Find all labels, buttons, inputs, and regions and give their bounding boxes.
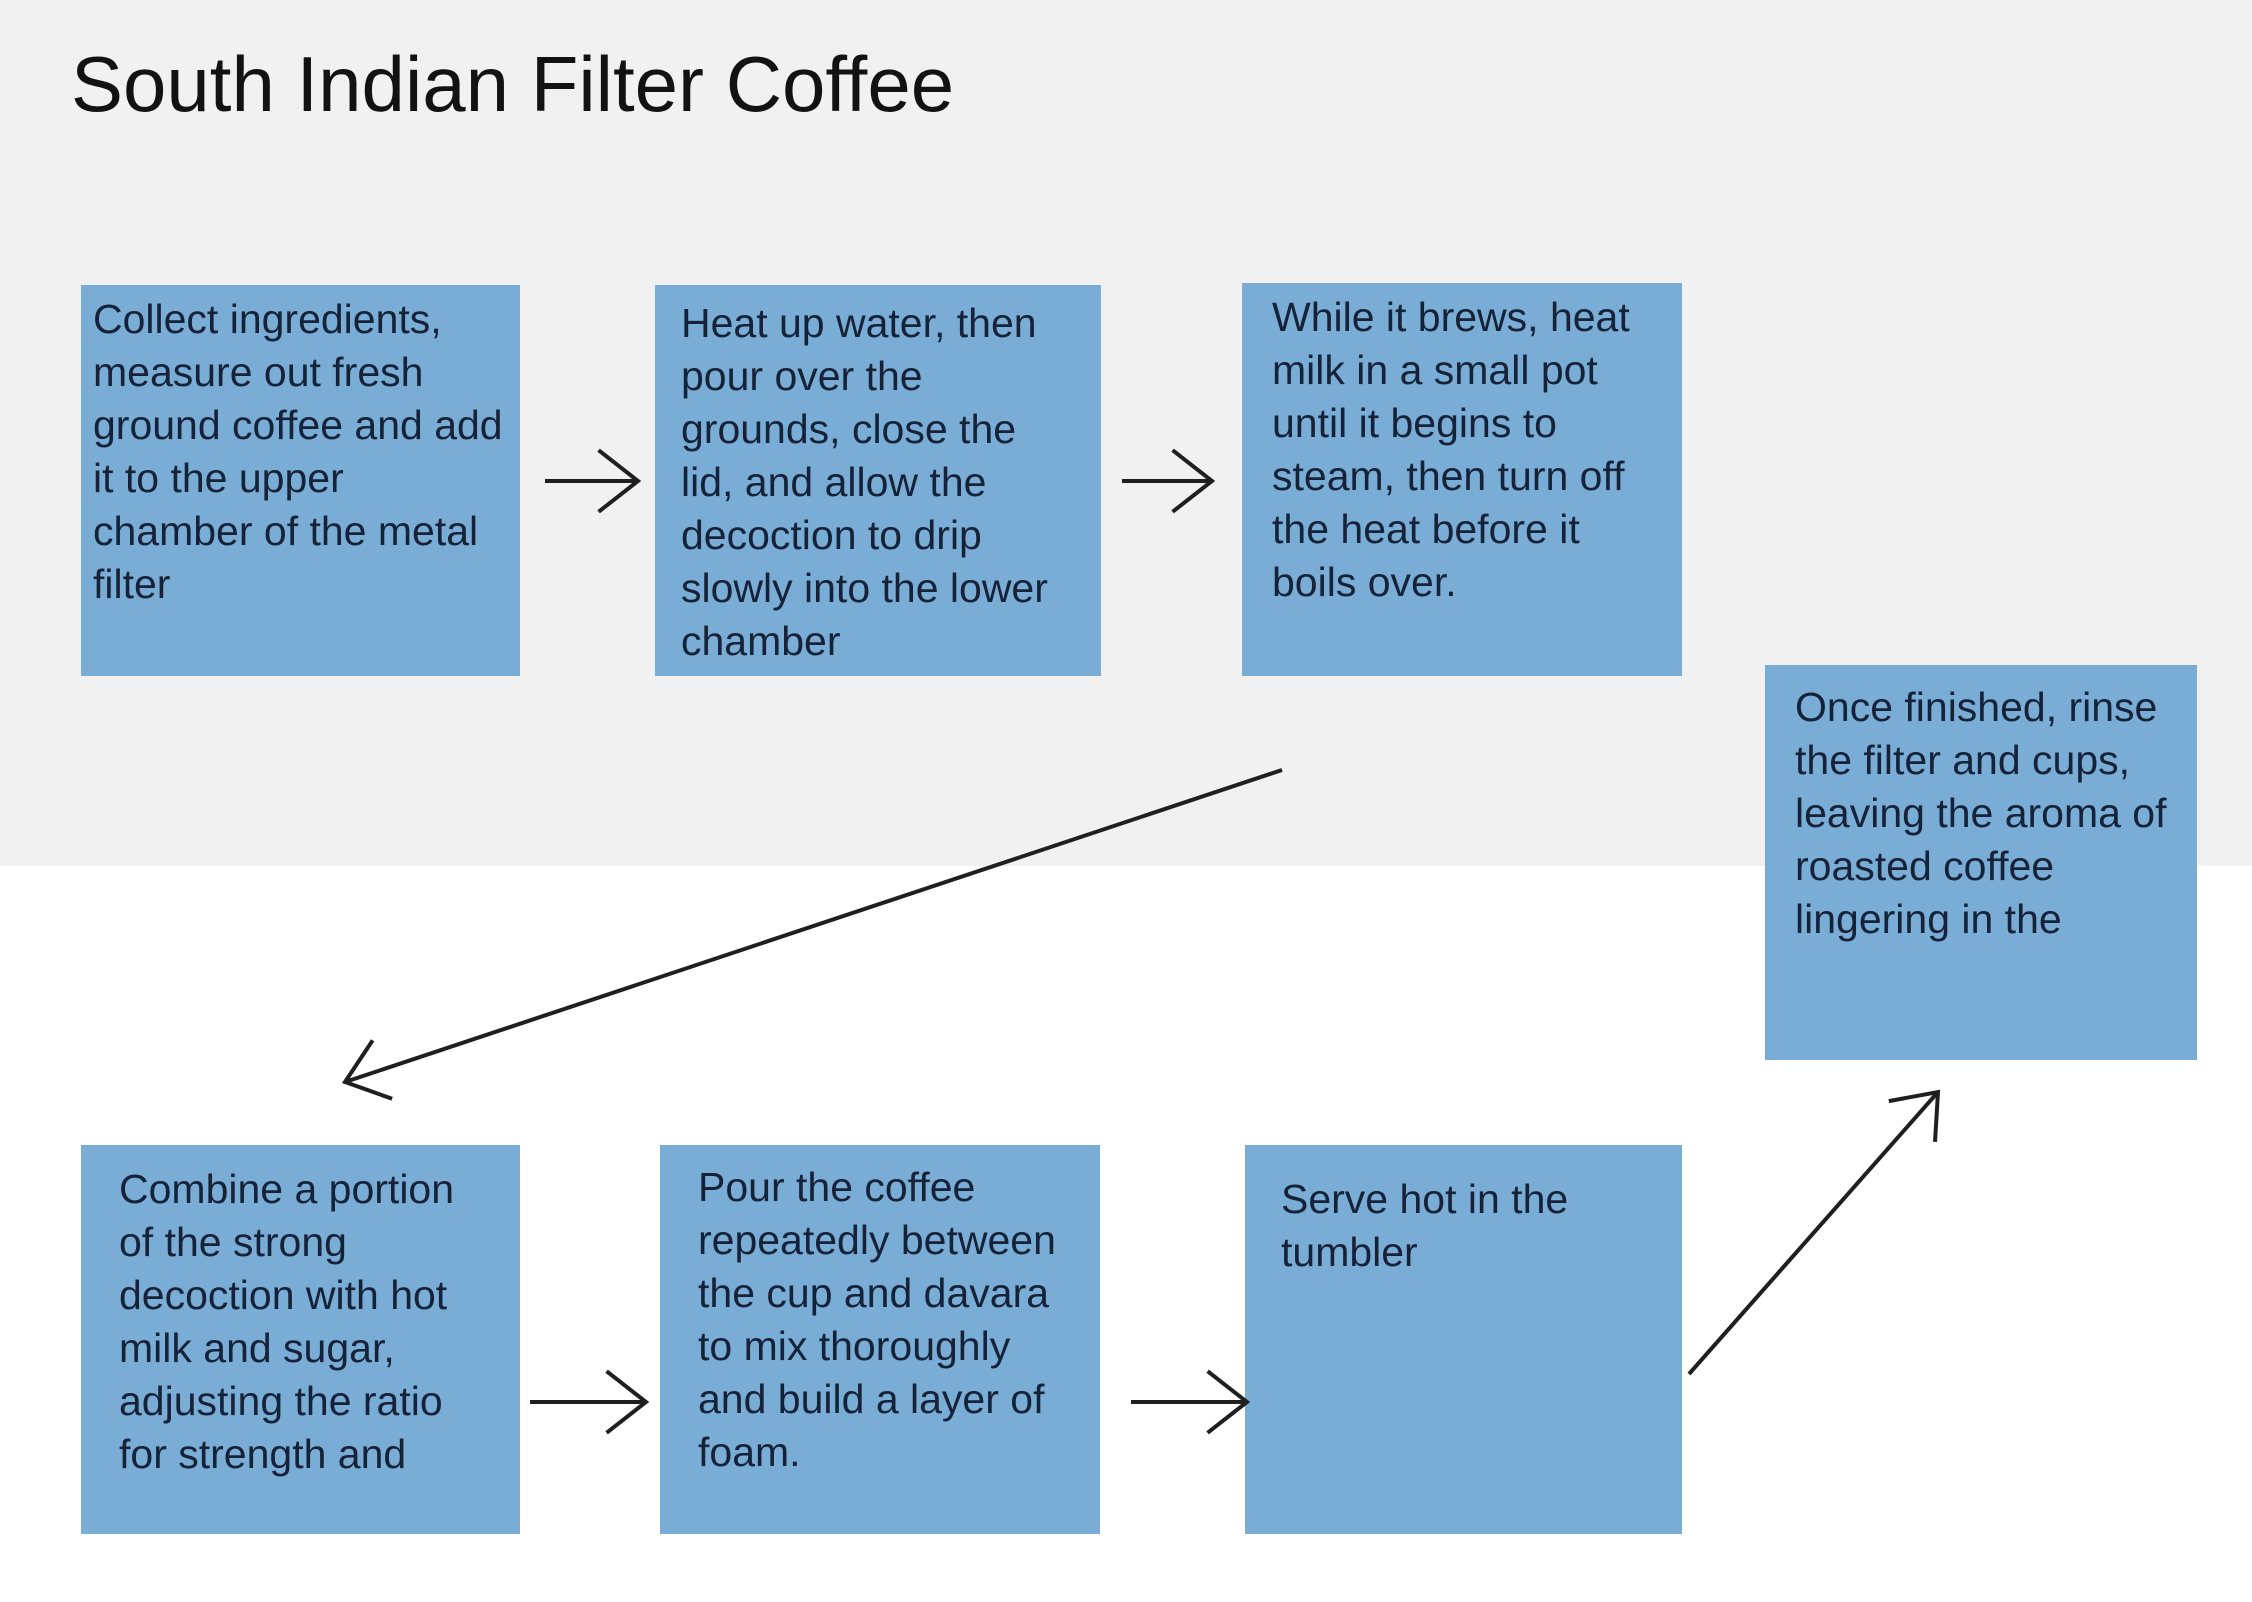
step-box-1: Collect ingredients, measure out fresh g… [81, 285, 520, 676]
step-box-4: Combine a portion of the strong decoctio… [81, 1145, 520, 1534]
page-title: South Indian Filter Coffee [71, 40, 955, 128]
step-box-7: Once finished, rinse the filter and cups… [1765, 665, 2197, 1060]
arrow-step6-step7 [1687, 1089, 1941, 1376]
step-box-3: While it brews, heat milk in a small pot… [1242, 283, 1682, 676]
step-box-2: Heat up water, then pour over the ground… [655, 285, 1101, 676]
step-box-6: Serve hot in the tumbler [1245, 1145, 1682, 1534]
step-box-5: Pour the coffee repeatedly between the c… [660, 1145, 1100, 1534]
